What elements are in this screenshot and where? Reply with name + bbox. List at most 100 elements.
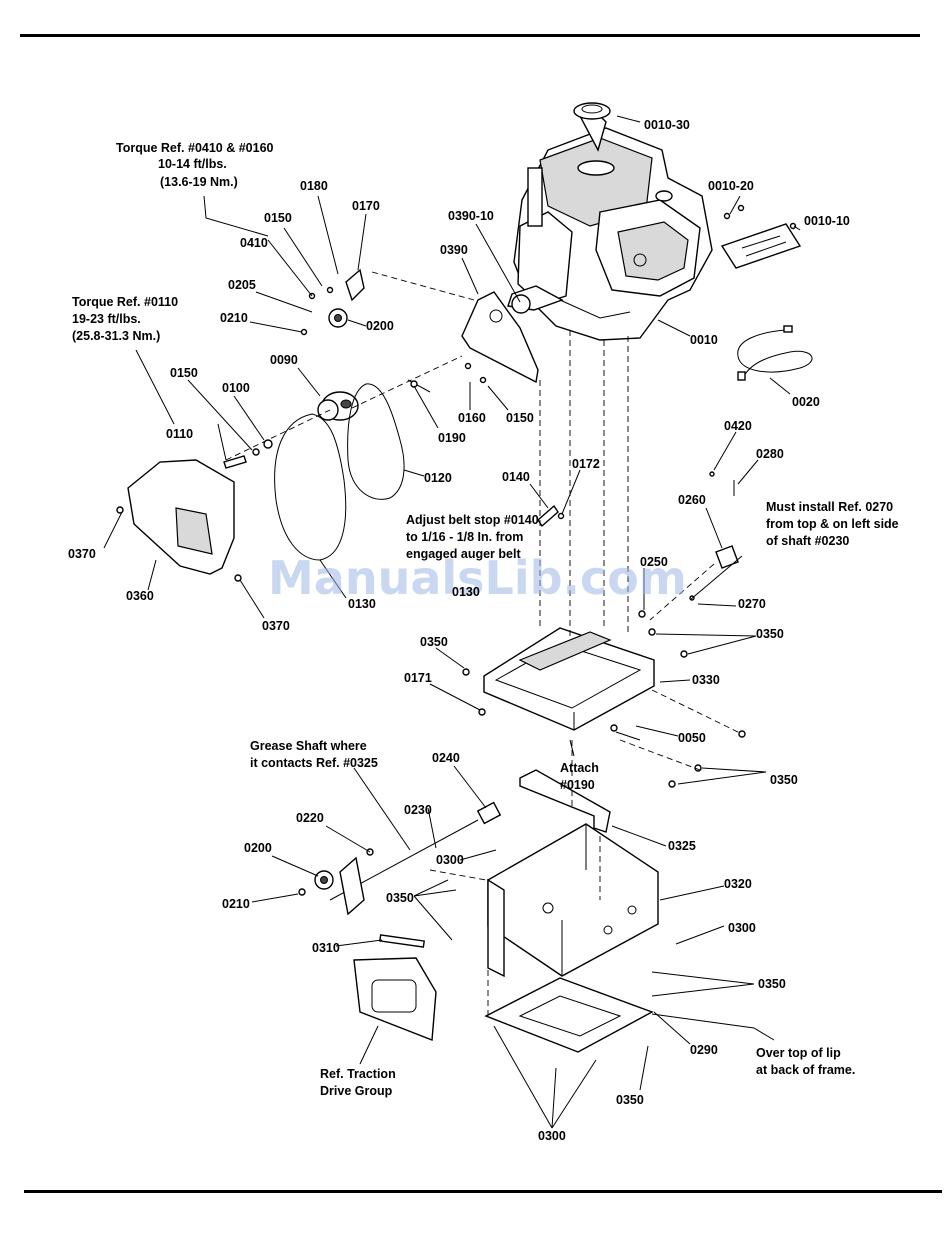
engine-drawing [507, 102, 713, 341]
label-0360: 0360 [126, 589, 154, 603]
label-0300: 0300 [728, 921, 756, 935]
adjust-belt-note: Adjust belt stop #0140 to 1/16 - 1/8 In.… [406, 513, 539, 561]
label-0350: 0350 [420, 635, 448, 649]
label-0110: 0110 [166, 427, 193, 441]
label-0050: 0050 [678, 731, 706, 745]
note-line: Over top of lip [756, 1046, 841, 1060]
label-0290: 0290 [690, 1043, 718, 1057]
label-0310: 0310 [312, 941, 340, 955]
top-rule [20, 34, 920, 37]
note-line: (25.8-31.3 Nm.) [72, 329, 160, 343]
note-line: Attach [560, 761, 599, 775]
note-line: Must install Ref. 0270 [766, 500, 893, 514]
label-0270: 0270 [738, 597, 766, 611]
label-0010-20: 0010-20 [708, 179, 754, 193]
bolt-stack-0110 [223, 439, 273, 469]
idler-assembly-top [300, 268, 365, 336]
traction-drive-note: Ref. Traction Drive Group [320, 1067, 396, 1098]
note-line: Torque Ref. #0410 & #0160 [116, 141, 274, 155]
alignment-lines [225, 271, 743, 1016]
label-0190: 0190 [438, 431, 466, 445]
engine-bracket [720, 204, 802, 269]
label-0171: 0171 [404, 671, 432, 685]
grease-shaft-note: Grease Shaft where it contacts Ref. #032… [250, 739, 378, 770]
lower-left-parts [298, 848, 437, 1041]
label-0020: 0020 [792, 395, 820, 409]
note-line: engaged auger belt [406, 547, 521, 561]
note-line: it contacts Ref. #0325 [250, 756, 378, 770]
label-0210: 0210 [222, 897, 250, 911]
label-0300: 0300 [436, 853, 464, 867]
label-0100: 0100 [222, 381, 250, 395]
label-0420: 0420 [724, 419, 752, 433]
label-0230: 0230 [404, 803, 432, 817]
label-0130: 0130 [348, 597, 376, 611]
leader-lines [103, 115, 801, 1129]
label-0130-obscured: 0130 [452, 585, 480, 599]
label-0330: 0330 [692, 673, 720, 687]
label-0180: 0180 [300, 179, 328, 193]
label-0210: 0210 [220, 311, 248, 325]
label-0370: 0370 [262, 619, 290, 633]
note-line: at back of frame. [756, 1063, 855, 1077]
label-0170: 0170 [352, 199, 380, 213]
note-line: Torque Ref. #0110 [72, 295, 178, 309]
label-0160: 0160 [458, 411, 486, 425]
label-0220: 0220 [296, 811, 324, 825]
label-0172: 0172 [572, 457, 600, 471]
note-line: Ref. Traction [320, 1067, 396, 1081]
label-0200: 0200 [244, 841, 272, 855]
note-line: Grease Shaft where [250, 739, 367, 753]
engine-pulley [317, 379, 431, 421]
label-0300: 0300 [538, 1129, 566, 1143]
note-line: Adjust belt stop #0140 [406, 513, 539, 527]
belt-cover [116, 459, 242, 582]
chassis-frame [484, 823, 659, 1053]
label-0350: 0350 [386, 891, 414, 905]
label-0150: 0150 [506, 411, 534, 425]
torque-note-0410: Torque Ref. #0410 & #0160 10-14 ft/lbs. … [116, 141, 274, 189]
label-0010-30: 0010-30 [644, 118, 690, 132]
pivot-parts [689, 471, 739, 601]
label-0250: 0250 [640, 555, 668, 569]
label-0200: 0200 [366, 319, 394, 333]
belt-guard-bracket [461, 291, 539, 384]
label-0350: 0350 [770, 773, 798, 787]
label-0410: 0410 [240, 236, 268, 250]
note-line: (13.6-19 Nm.) [160, 175, 238, 189]
must-install-note: Must install Ref. 0270 from top & on lef… [766, 500, 899, 548]
label-0150: 0150 [264, 211, 292, 225]
belt-stop [537, 504, 565, 528]
note-line: 10-14 ft/lbs. [158, 157, 227, 171]
label-0350: 0350 [616, 1093, 644, 1107]
label-0240: 0240 [432, 751, 460, 765]
note-line: #0190 [560, 778, 595, 792]
note-line: Drive Group [320, 1084, 393, 1098]
label-0260: 0260 [678, 493, 706, 507]
note-line: 19-23 ft/lbs. [72, 312, 141, 326]
torque-note-0110: Torque Ref. #0110 19-23 ft/lbs. (25.8-31… [72, 295, 178, 343]
label-0350: 0350 [756, 627, 784, 641]
label-0370: 0370 [68, 547, 96, 561]
bottom-rule [24, 1190, 942, 1193]
label-0140: 0140 [502, 470, 530, 484]
label-0120: 0120 [424, 471, 452, 485]
label-0010: 0010 [690, 333, 718, 347]
note-line: to 1/16 - 1/8 In. from [406, 530, 523, 544]
label-0010-10: 0010-10 [804, 214, 850, 228]
wiring-harness [737, 325, 813, 381]
label-0390-10: 0390-10 [448, 209, 494, 223]
watermark: ManualsLib.com [268, 551, 687, 605]
over-lip-note: Over top of lip at back of frame. [756, 1046, 855, 1077]
shaft-seal [511, 294, 531, 314]
label-0090: 0090 [270, 353, 298, 367]
label-0280: 0280 [756, 447, 784, 461]
label-0325: 0325 [668, 839, 696, 853]
label-0205: 0205 [228, 278, 256, 292]
label-0390: 0390 [440, 243, 468, 257]
label-0150: 0150 [170, 366, 198, 380]
label-0350: 0350 [758, 977, 786, 991]
drive-belts [274, 383, 405, 561]
label-0320: 0320 [724, 877, 752, 891]
